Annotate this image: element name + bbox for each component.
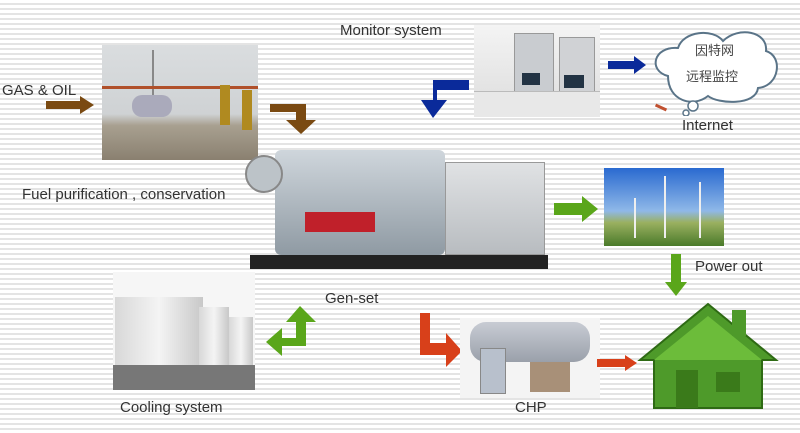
- monitor-system-label: Monitor system: [340, 22, 442, 39]
- arrow-to-power-icon: [554, 196, 598, 222]
- chp-photo: [460, 318, 600, 398]
- arrow-gas-in-icon: [46, 96, 94, 114]
- power-out-label: Power out: [695, 258, 763, 275]
- cooling-system-label: Cooling system: [120, 399, 223, 416]
- arrow-genset-cooling-icon: [266, 306, 316, 356]
- internet-label: Internet: [682, 117, 733, 134]
- cooling-tower-photo: [113, 272, 255, 390]
- power-lines-photo: [604, 168, 724, 246]
- cloud-text-line2: 远程监控: [686, 69, 739, 84]
- fuel-purification-label: Fuel purification , conservation: [22, 186, 226, 203]
- chp-label: CHP: [515, 399, 547, 416]
- arrow-to-chp-icon: [420, 313, 462, 367]
- green-house-icon: [637, 302, 779, 409]
- cloud-icon: [654, 31, 778, 116]
- gas-plant-photo: [102, 45, 258, 160]
- gas-oil-label: GAS & OIL: [2, 82, 77, 99]
- arrow-chp-to-house-icon: [597, 355, 637, 371]
- monitor-room-photo: [474, 25, 600, 117]
- cloud-text-line1: 因特网: [695, 43, 735, 58]
- arrow-to-house-icon: [665, 254, 687, 296]
- arrow-monitor-to-genset-icon: [421, 80, 469, 118]
- gen-set-label: Gen-set: [325, 290, 379, 307]
- arrow-to-internet-icon: [608, 56, 646, 74]
- arrow-plant-to-genset-icon: [270, 104, 316, 134]
- genset-photo: [245, 140, 548, 270]
